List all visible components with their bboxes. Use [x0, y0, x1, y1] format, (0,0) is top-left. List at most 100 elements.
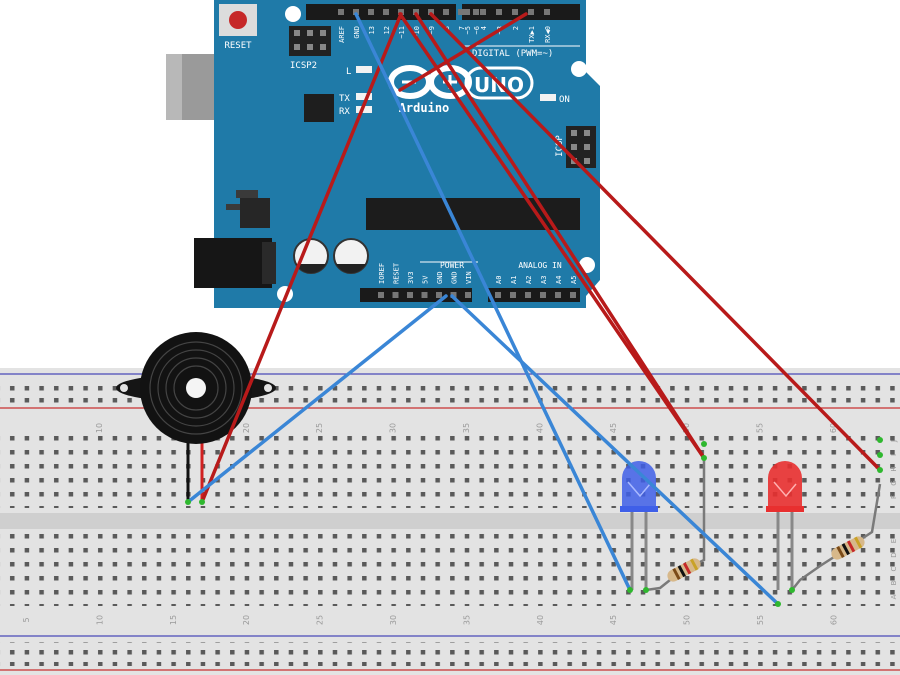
header-pin: [528, 9, 534, 15]
l-label: L: [346, 67, 351, 77]
header-pin: [450, 292, 457, 298]
power-pin-label: 3V3: [407, 271, 415, 284]
brand-label: Arduino: [399, 101, 450, 115]
analog-pin-label: A5: [570, 276, 578, 284]
column-number: 30: [389, 423, 398, 433]
column-number: 60: [829, 423, 838, 433]
row-letter: C: [890, 566, 898, 571]
power-pin-label: IOREF: [378, 263, 386, 284]
column-number: 20: [242, 423, 251, 433]
digital-header-pins: [338, 9, 550, 15]
resistor: [667, 558, 701, 582]
header-pin: [496, 9, 502, 15]
header-pin: [428, 9, 434, 15]
column-number: 55: [756, 423, 765, 433]
piezo-buzzer: [116, 332, 276, 500]
capacitor: [293, 238, 329, 274]
header-pin: [413, 9, 419, 15]
header-pin: [464, 9, 470, 15]
header-pin: [383, 9, 389, 15]
tx-led: [356, 93, 372, 100]
analog-pin-label: A3: [540, 276, 548, 284]
digital-pin-label: GND: [353, 26, 361, 39]
column-number: 40: [536, 615, 545, 625]
digital-pin-label: RX◀0: [544, 26, 552, 43]
header-pin: [458, 9, 464, 15]
column-number: 35: [462, 615, 471, 625]
top-terminal-strip: [0, 436, 900, 508]
red-wire-pin9-to-led: [429, 12, 882, 472]
header-pin: [473, 9, 479, 15]
blue-wires: [186, 12, 780, 606]
red-wire-pin11-to-buzzer: [200, 12, 403, 504]
column-number: 60: [829, 615, 838, 625]
red-wires: [200, 12, 882, 504]
row-letter: G: [890, 480, 898, 485]
on-label: ON: [559, 95, 570, 105]
rx-led: [356, 106, 372, 113]
digital-pin-label: ~9: [428, 26, 436, 34]
blue-wire-gnd-to-led: [450, 294, 780, 606]
column-number: 50: [683, 615, 692, 625]
icsp2-header: [289, 26, 331, 56]
header-pin: [480, 9, 486, 15]
reset-button: [219, 4, 257, 36]
header-pin: [465, 292, 471, 298]
icsp2-label: ICSP2: [290, 61, 317, 71]
column-number: 30: [389, 615, 398, 625]
header-pin: [495, 292, 501, 298]
row-letter: F: [890, 495, 898, 499]
power-pin-label: GND: [451, 271, 459, 284]
digital-pin-label: ~11: [398, 26, 406, 39]
header-pin: [555, 292, 561, 298]
header-pin: [512, 9, 518, 15]
center-channel: [0, 513, 900, 529]
header-pin: [443, 9, 449, 15]
digital-pin-label: 13: [368, 26, 376, 34]
header-pin: [338, 9, 344, 15]
header-pin: [510, 292, 516, 298]
red-wire-pin10-to-led: [414, 12, 706, 460]
mounting-hole: [571, 61, 587, 77]
capacitor: [333, 238, 369, 274]
digital-label: DIGITAL (PWM=~): [472, 49, 553, 59]
power-label: POWER: [440, 261, 464, 270]
power-pin-label: 5V: [422, 275, 430, 284]
header-pin: [544, 9, 550, 15]
column-number: 45: [609, 423, 618, 433]
column-number: 35: [462, 423, 471, 433]
connection-points: [185, 437, 883, 607]
on-led: [540, 94, 556, 101]
bottom-terminal-strip: [0, 534, 900, 606]
row-letter: E: [890, 539, 898, 543]
bottom-header-pins: [378, 292, 576, 298]
usb-chip: [304, 94, 334, 122]
digital-pin-label: ~6: [473, 26, 481, 34]
row-letter: J: [890, 440, 898, 443]
analog-label: ANALOG IN: [518, 261, 562, 270]
power-pin-label: RESET: [393, 262, 401, 284]
digital-pin-label: AREF: [338, 26, 346, 43]
header-pin: [525, 292, 531, 298]
row-letter: H: [890, 466, 898, 471]
red-led: [766, 461, 804, 590]
digital-pin-label: 2: [512, 26, 520, 30]
arduino-logo: [388, 65, 534, 100]
column-number: 25: [316, 615, 325, 625]
blue-wire-gnd-to-buzzer: [186, 294, 448, 504]
analog-pin-label: A4: [555, 276, 563, 284]
header-pin: [353, 9, 359, 15]
digital-pin-label: ~10: [413, 26, 421, 39]
digital-pin-label: 4: [480, 26, 488, 30]
header-pin: [436, 292, 442, 298]
column-number: 10: [95, 423, 104, 433]
mounting-hole: [285, 6, 301, 22]
column-number: 20: [242, 615, 251, 625]
red-wire-pin3-to-led: [398, 12, 528, 92]
column-number: 15: [169, 615, 178, 625]
column-number: 50: [682, 423, 691, 433]
column-number: 45: [609, 615, 618, 625]
